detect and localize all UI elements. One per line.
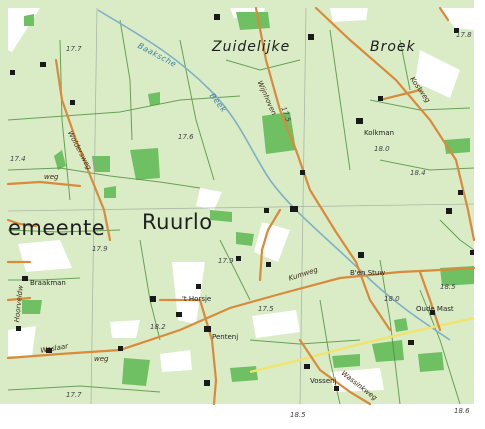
main-roads — [6, 6, 476, 406]
elevation-label: 18.2 — [150, 323, 166, 331]
farm-label-bren-stuw: B'en Stuw — [350, 269, 386, 277]
place-label-zuidelijke: Zuidelijke — [212, 39, 291, 55]
map-bottom-margin — [0, 404, 485, 429]
farm-label-oude-mast: Oude Mast — [416, 305, 454, 313]
farm-symbols — [10, 14, 474, 391]
farm-label-t-horsje: 't Horsje — [182, 295, 212, 303]
elevation-label: 18.0 — [384, 295, 400, 303]
elevation-label: 17.5 — [258, 305, 274, 313]
farm-label-pentenj: Pentenj — [212, 333, 239, 341]
elevation-label: 17.9 — [92, 245, 108, 253]
road-label-weg-west: weg — [44, 173, 59, 181]
farm-label-vossenj: Vossenj — [310, 377, 337, 385]
elevation-label: 18.0 — [374, 145, 390, 153]
farm-label-kolkman: Kolkman — [364, 129, 395, 137]
place-label-broek: Broek — [370, 39, 416, 55]
green-fields — [22, 12, 474, 386]
stream-baaksche-beek — [97, 9, 451, 341]
elevation-label: 18.6 — [454, 407, 470, 415]
elevation-label: 18.4 — [410, 169, 426, 177]
minor-roads — [7, 19, 475, 405]
elevation-label: 18.5 — [440, 283, 456, 291]
elevation-label: 17.9 — [218, 257, 234, 265]
farm-label-braakman: Braakman — [30, 279, 66, 287]
elevation-label: 17.8 — [456, 31, 472, 39]
elevation-label: 18.5 — [290, 411, 306, 419]
map-right-margin — [474, 0, 485, 429]
elevation-label: 17.4 — [10, 155, 26, 163]
grid-lines — [7, 7, 475, 405]
road-label-weg-south: weg — [94, 355, 109, 363]
region-label-ruurlo: Ruurlo — [142, 210, 213, 234]
elevation-label: 17.6 — [178, 133, 194, 141]
region-label-gemeente: emeente — [8, 216, 106, 240]
elevation-label: 17.7 — [66, 45, 82, 53]
elevation-label: 17.7 — [66, 391, 82, 399]
